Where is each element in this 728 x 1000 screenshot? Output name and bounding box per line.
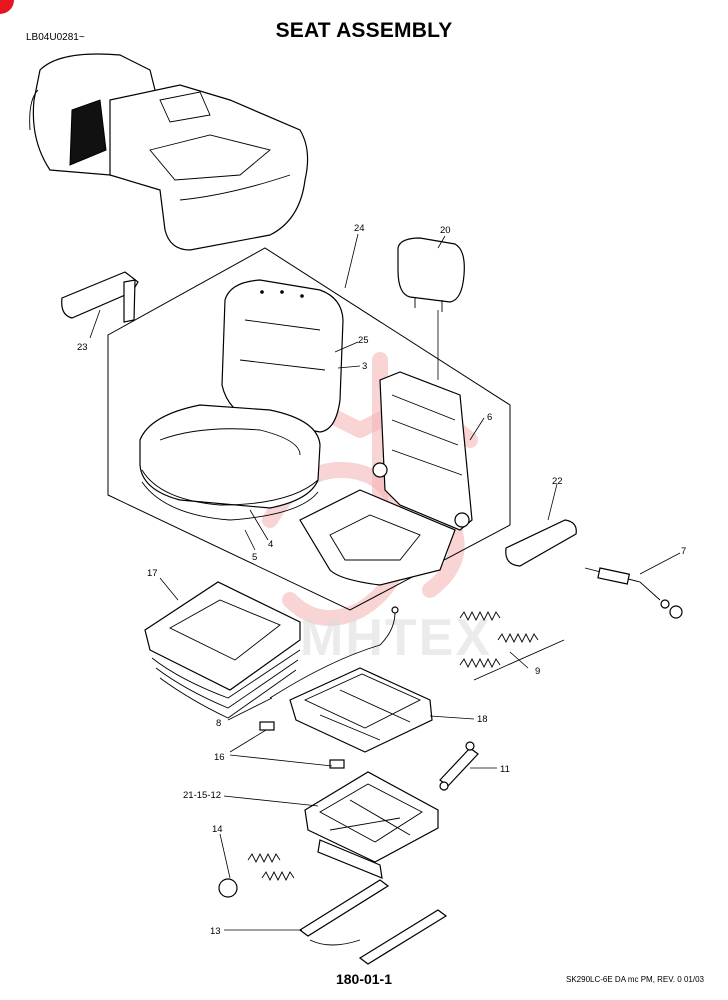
callout-24: 24 xyxy=(354,223,365,234)
slide-mechanism-part-18 xyxy=(289,667,433,753)
callout-11: 11 xyxy=(500,764,510,775)
callout-9: 9 xyxy=(535,666,540,677)
page-number: 180-01-1 xyxy=(335,971,393,987)
seat-back-part-25 xyxy=(221,279,344,433)
leader-lines xyxy=(89,233,681,931)
seat-frame-part-6 xyxy=(299,371,473,586)
callout-17: 17 xyxy=(147,568,158,579)
callout-21-15-12: 21-15-12 xyxy=(183,790,221,801)
callout-5: 5 xyxy=(252,552,257,563)
cable-part-8 xyxy=(269,606,399,699)
callout-13: 13 xyxy=(210,926,221,937)
page-title: SEAT ASSEMBLY xyxy=(275,19,453,42)
callout-8: 8 xyxy=(216,718,221,729)
armrest-part-23 xyxy=(61,271,139,323)
suspension-part-17 xyxy=(144,581,301,719)
callout-7: 7 xyxy=(681,546,686,557)
knob-spring-part-14 xyxy=(218,852,295,898)
callout-25: 25 xyxy=(358,335,369,346)
document-code: LB04U0281~ xyxy=(26,32,85,43)
callout-14: 14 xyxy=(212,824,223,835)
callout-16: 16 xyxy=(214,752,225,763)
callout-22: 22 xyxy=(552,476,563,487)
watermark-text: MHTEX xyxy=(300,609,492,667)
callout-6: 6 xyxy=(487,412,492,423)
callouts: 24 20 23 25 3 6 22 4 5 7 17 9 8 18 16 11… xyxy=(77,223,686,937)
pad-part-16a xyxy=(259,721,275,731)
armrest-part-22 xyxy=(505,519,577,567)
callout-20: 20 xyxy=(440,225,451,236)
rails-part-13 xyxy=(298,879,448,965)
callout-23: 23 xyxy=(77,342,88,353)
complete-seat-illustration xyxy=(29,53,309,251)
callout-18: 18 xyxy=(477,714,488,725)
callout-4: 4 xyxy=(268,539,273,550)
shock-absorber-part-11 xyxy=(439,741,479,791)
pad-part-16b xyxy=(329,759,345,769)
footer-reference: SK290LC-6E DA mc PM, REV. 0 01/03 xyxy=(566,975,704,984)
lever-part-7 xyxy=(584,567,683,619)
seat-cushion-part-4-5 xyxy=(139,404,321,521)
callout-3: 3 xyxy=(362,361,367,372)
lift-mechanism-part-21-15-12 xyxy=(304,771,439,879)
headrest-part-20 xyxy=(397,237,465,312)
seat-group-box xyxy=(107,247,511,611)
